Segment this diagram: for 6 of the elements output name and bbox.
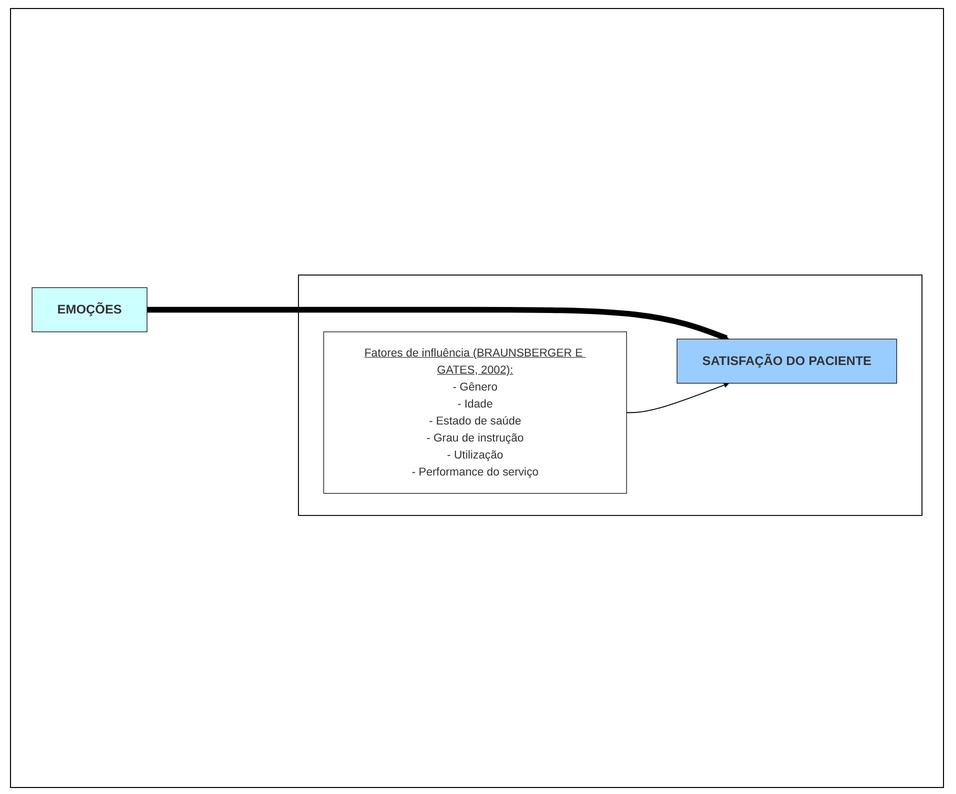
arrow bbox=[626, 382, 730, 414]
node-box: EMOÇÕES bbox=[32, 288, 148, 332]
cluster bbox=[298, 274, 922, 516]
node-box: Fatores de influência (BRAUNSBERGER E GATES, 2002): - Gênero - Idade - Estado de saúde - Grau de instrução - Utilização - Performance do serviço bbox=[323, 332, 627, 494]
arrow bbox=[147, 307, 730, 342]
node-box: SATISFAÇÃO DO PACIENTE bbox=[676, 339, 898, 384]
